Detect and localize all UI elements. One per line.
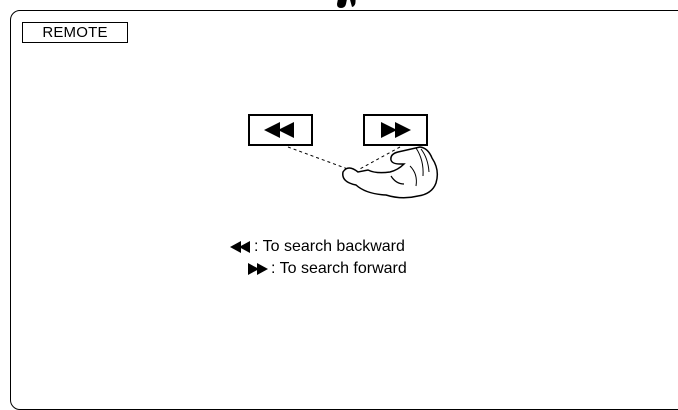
fast-reverse-button[interactable] [248,114,313,146]
diagram-frame [10,10,678,410]
fast-forward-button[interactable] [363,114,428,146]
legend-forward-text: : To search forward [271,258,407,280]
legend: : To search backward : To search forward [230,236,407,280]
fast-reverse-icon [230,241,251,253]
legend-row-reverse: : To search backward [230,236,407,258]
fast-forward-icon [365,116,426,144]
legend-reverse-text: : To search backward [254,236,405,258]
fast-forward-icon [247,263,268,275]
legend-row-forward: : To search forward [230,258,407,280]
fast-reverse-icon [250,116,311,144]
remote-label: REMOTE [22,22,128,43]
heading-fragment [308,0,378,8]
